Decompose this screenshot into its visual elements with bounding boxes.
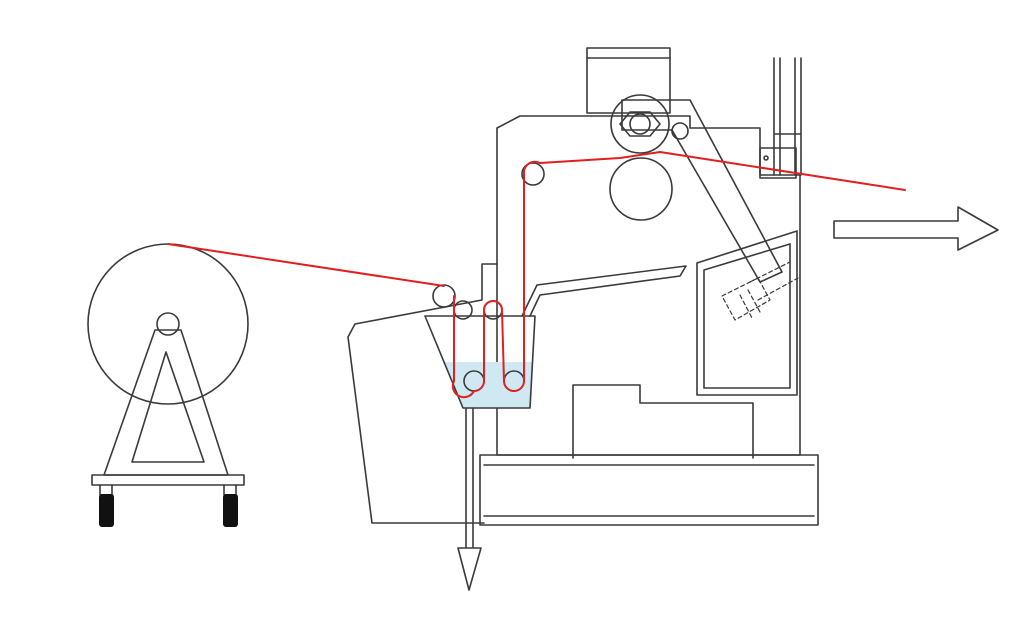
step-block [572,384,754,459]
stand-base [91,474,245,486]
feed-ramp [521,265,687,317]
web-path [167,151,906,399]
knife-holder [721,261,799,321]
supply-roll-assembly [87,243,249,496]
guide-roller-entry [432,284,456,308]
guide-bracket [759,147,797,179]
upper-roller-hub [629,113,651,135]
idler-roller-right [671,122,689,140]
dip-tank [424,315,536,409]
machine-frame [347,47,819,526]
base-platform [479,454,819,526]
rollers [432,94,689,320]
guide-roller-top [521,162,545,186]
supply-roll [87,243,249,405]
output-arrow [833,206,999,251]
wheel-left [99,494,114,527]
left-housing [347,263,498,524]
roll-axle [156,312,180,336]
tank-liquid [444,362,533,408]
stand-caster-right [223,484,237,496]
roll-stand [103,329,229,476]
lower-roller [609,157,673,221]
right-guide-post [773,57,802,176]
wheel-right [223,494,238,527]
drain-arrow [457,407,482,591]
stand-caster-left [99,484,113,496]
right-cabinet [696,230,798,396]
upper-roller [610,94,670,154]
